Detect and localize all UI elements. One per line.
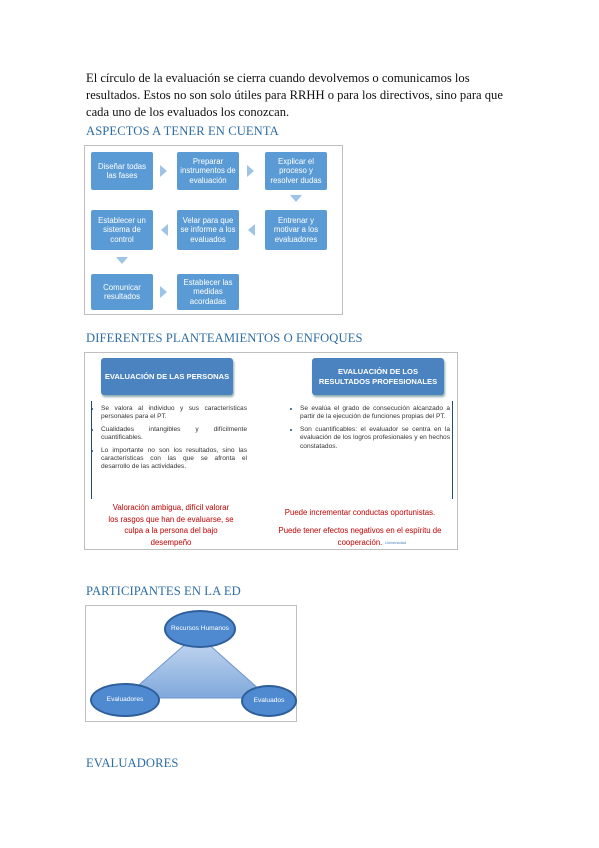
node-evaluadores: Evaluadores bbox=[90, 683, 160, 717]
list-item: Lo importante no son los resultados, sin… bbox=[101, 447, 247, 472]
heading-participantes: PARTICIPANTES EN LA ED bbox=[86, 584, 241, 598]
right-divider bbox=[452, 401, 453, 499]
flow-step-entrenar: Entrenar y motivar a los evaluadores bbox=[265, 210, 327, 250]
flow-arrow-down-icon bbox=[290, 195, 302, 202]
flow-step-explicar: Explicar el proceso y resolver dudas bbox=[265, 152, 327, 190]
flow-arrow-down-icon bbox=[116, 257, 128, 264]
flow-step-control: Establecer un sistema de control bbox=[91, 210, 153, 250]
flow-step-medidas: Establecer las medidas acordadas bbox=[177, 274, 239, 310]
resultados-note-2: Puede tener efectos negativos en el espí… bbox=[278, 526, 442, 547]
approaches-panel: EVALUACIÓN DE LAS PERSONAS EVALUACIÓN DE… bbox=[84, 352, 458, 550]
personas-note: Valoración ambigua, difícil valorar los … bbox=[108, 503, 234, 547]
node-evaluados: Evaluados bbox=[241, 685, 297, 717]
aspects-flow-diagram: Diseñar todas las fases Preparar instrum… bbox=[84, 145, 343, 315]
intro-paragraph: El círculo de la evaluación se cierra cu… bbox=[86, 71, 503, 119]
flow-arrow-left-icon bbox=[161, 224, 168, 236]
banner-personas: EVALUACIÓN DE LAS PERSONAS bbox=[101, 358, 233, 395]
heading-aspectos: ASPECTOS A TENER EN CUENTA bbox=[86, 124, 279, 138]
flow-arrow-left-icon bbox=[248, 224, 255, 236]
participants-triangle bbox=[122, 633, 271, 699]
flow-step-velar: Velar para que se informe a los evaluado… bbox=[177, 210, 239, 250]
university-logo: Universidad bbox=[385, 540, 407, 545]
list-item: Son cuantificables: el evaluador se cent… bbox=[300, 426, 450, 451]
flow-arrow-right-icon bbox=[160, 165, 167, 177]
participants-diagram: Recursos Humanos Evaluadores Evaluados bbox=[85, 605, 297, 722]
list-item: Se valora al individuo y sus característ… bbox=[101, 405, 247, 422]
banner-resultados: EVALUACIÓN DE LOS RESULTADOS PROFESIONAL… bbox=[312, 358, 444, 395]
left-divider bbox=[91, 401, 92, 499]
list-item: Se evalúa el grado de consecución alcanz… bbox=[300, 405, 450, 422]
flow-step-comunicar: Comunicar resultados bbox=[91, 274, 153, 310]
flow-arrow-right-icon bbox=[247, 165, 254, 177]
flow-step-preparar: Preparar instrumentos de evaluación bbox=[177, 152, 239, 190]
node-recursos-humanos: Recursos Humanos bbox=[164, 610, 236, 648]
flow-arrow-right-icon bbox=[160, 286, 167, 298]
resultados-bullets: Se evalúa el grado de consecución alcanz… bbox=[290, 405, 450, 455]
heading-evaluadores: EVALUADORES bbox=[86, 756, 179, 770]
flow-step-disenar: Diseñar todas las fases bbox=[91, 152, 153, 190]
heading-enfoques: DIFERENTES PLANTEAMIENTOS O ENFOQUES bbox=[86, 331, 363, 345]
resultados-note-1: Puede incrementar conductas oportunistas… bbox=[284, 508, 436, 517]
list-item: Cualidades intangibles y difícilmente cu… bbox=[101, 426, 247, 443]
personas-bullets: Se valora al individuo y sus característ… bbox=[91, 405, 247, 476]
